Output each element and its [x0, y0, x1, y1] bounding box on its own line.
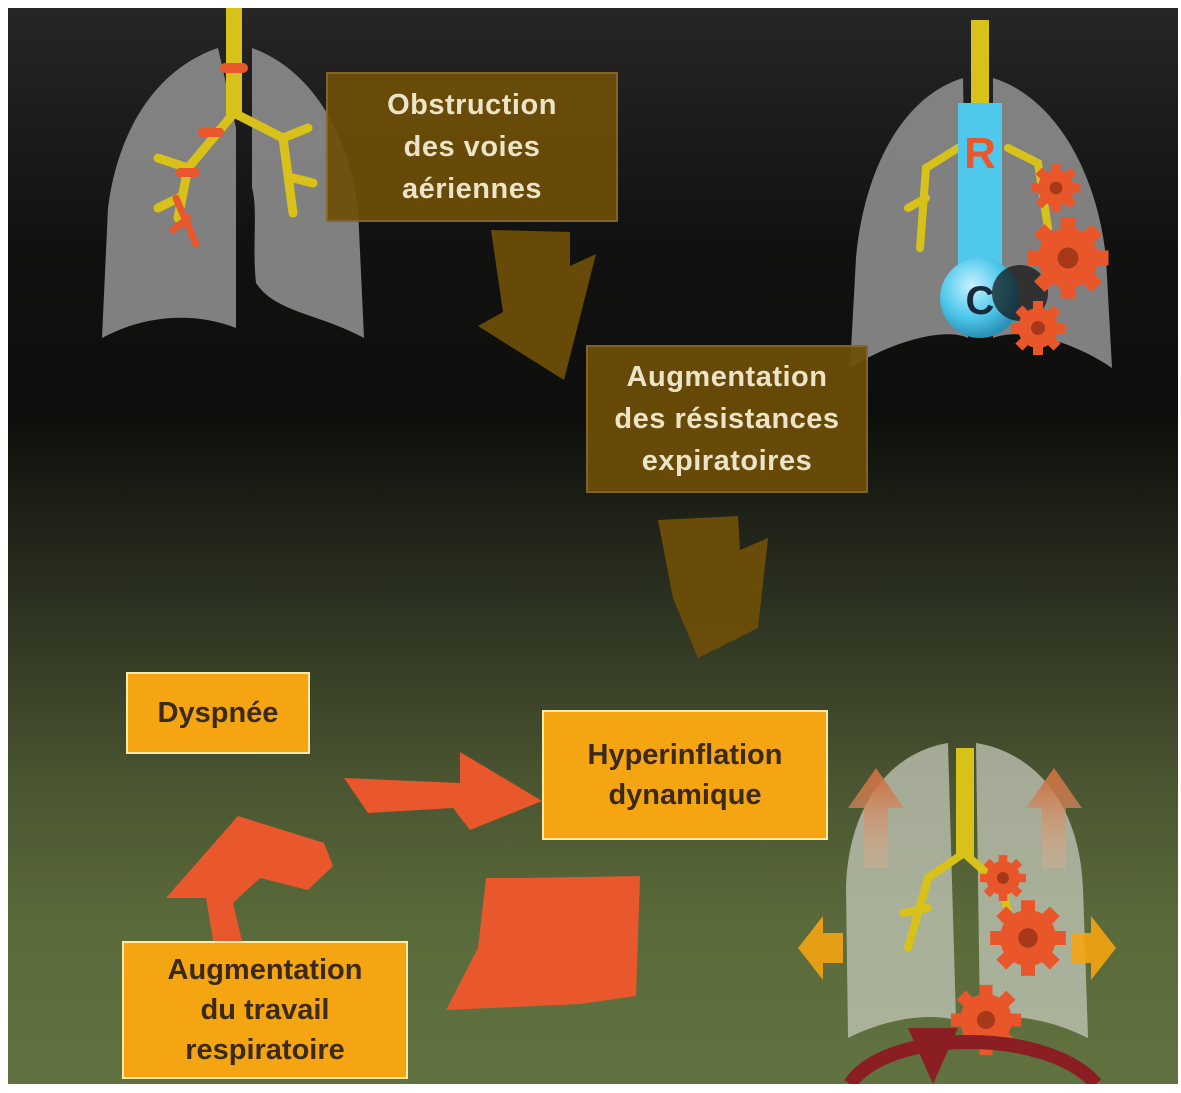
obstruction-label: Obstruction des voies aériennes — [387, 84, 557, 210]
dyspnee-label: Dyspnée — [158, 693, 279, 733]
dyspnee-box: Dyspnée — [126, 672, 310, 754]
resistance-letter: R — [964, 129, 996, 178]
travail-label: Augmentation du travail respiratoire — [168, 950, 363, 1070]
compliance-letter: C — [966, 279, 995, 323]
resistances-label: Augmentation des résistances expiratoire… — [614, 356, 839, 482]
obstruction-box: Obstruction des voies aériennes — [326, 72, 618, 222]
hyperinflation-box: Hyperinflation dynamique — [542, 710, 828, 840]
flow-arrow-1 — [478, 230, 596, 380]
resistances-box: Augmentation des résistances expiratoire… — [586, 345, 868, 493]
flow-arrow-2 — [658, 516, 768, 658]
hyperinflated-lung-icon — [798, 743, 1116, 1084]
hyperinflation-label: Hyperinflation dynamique — [588, 735, 783, 815]
obstructed-lung-icon — [102, 8, 364, 338]
cycle-arrow-to-dyspnee — [166, 816, 333, 958]
cycle-arrow-to-travail — [446, 876, 640, 1010]
travail-box: Augmentation du travail respiratoire — [122, 941, 408, 1079]
cycle-arrow-to-hyperinflation — [344, 752, 542, 830]
diagram-canvas: R C Obstruction des voies aériennes Augm… — [8, 8, 1178, 1084]
